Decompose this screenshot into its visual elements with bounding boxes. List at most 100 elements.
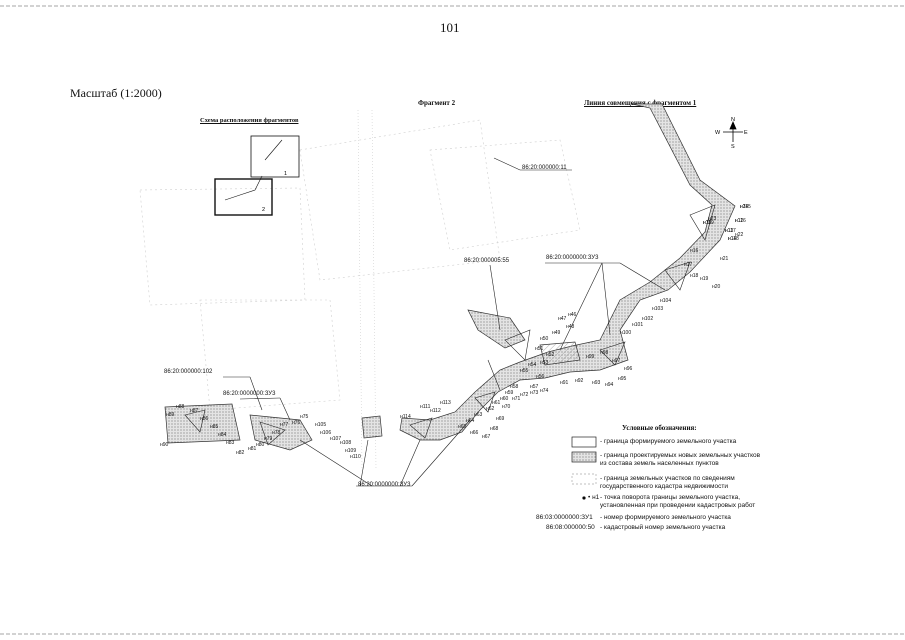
point-label: н109 bbox=[345, 448, 357, 454]
point-label: н113 bbox=[440, 400, 451, 406]
point-label: н70 bbox=[502, 404, 511, 410]
compass-icon bbox=[723, 120, 743, 142]
point-label: н85 bbox=[210, 424, 219, 430]
point-label: н56 bbox=[536, 374, 545, 380]
cadastral-label: 86:20:0000000:ЗУ3 bbox=[223, 391, 276, 397]
point-label: н51 bbox=[535, 346, 544, 352]
point-label: н86 bbox=[200, 416, 209, 422]
legend-symbol: 86:03:0000000:ЗУ1 bbox=[536, 514, 593, 521]
scheme-label-2: 2 bbox=[262, 207, 265, 213]
legend-symbol: 86:08:000000:50 bbox=[546, 524, 595, 531]
point-label: н13 bbox=[725, 228, 734, 234]
point-label: н79 bbox=[264, 436, 273, 442]
point-label: н103 bbox=[652, 306, 664, 312]
point-label: н57 bbox=[530, 384, 539, 390]
point-label: н93 bbox=[592, 380, 601, 386]
point-label: н55 bbox=[520, 368, 529, 374]
point-label: н107 bbox=[330, 436, 342, 442]
leader-lines bbox=[223, 157, 666, 487]
point-label: н14 bbox=[728, 236, 737, 242]
point-label: н98 bbox=[600, 350, 609, 356]
point-label: н91 bbox=[560, 380, 569, 386]
point-label: н22 bbox=[735, 232, 744, 238]
point-label: н75 bbox=[300, 414, 309, 420]
point-label: н61 bbox=[492, 400, 501, 406]
point-label: н21 bbox=[720, 256, 729, 262]
point-label: н117 bbox=[725, 228, 736, 234]
compass-east: E bbox=[744, 130, 748, 136]
compass-west: W bbox=[715, 130, 721, 136]
point-label: н114 bbox=[400, 414, 411, 420]
inner-parcels bbox=[184, 204, 716, 446]
compass-south: S bbox=[731, 144, 735, 150]
point-label: н64 bbox=[466, 418, 475, 424]
junction-line-label: Линия совмещения с фрагментом 1 bbox=[584, 99, 697, 107]
point-label: н112 bbox=[430, 408, 441, 414]
point-label: н66 bbox=[470, 430, 479, 436]
legend-item: - граница проектируемых новых земельных … bbox=[600, 452, 761, 467]
point-label: н80 bbox=[256, 442, 265, 448]
point-label: н83 bbox=[226, 440, 235, 446]
point-label: н82 bbox=[236, 450, 245, 456]
point-label: н106 bbox=[320, 430, 332, 436]
legend-item: - точка поворота границы земельного учас… bbox=[600, 494, 756, 509]
point-label: н108 bbox=[340, 440, 352, 446]
page-number: 101 bbox=[440, 20, 460, 35]
point-label: н96 bbox=[624, 366, 633, 372]
point-label: н49 bbox=[552, 330, 561, 336]
point-label: н101 bbox=[632, 322, 644, 328]
legend-item: - кадастровый номер земельного участка bbox=[600, 524, 726, 531]
point-label: н118 bbox=[728, 236, 739, 242]
point-label: н16 bbox=[690, 248, 699, 254]
point-label: н72 bbox=[520, 392, 529, 398]
point-label: н94 bbox=[605, 382, 614, 388]
point-label: н89 bbox=[166, 412, 175, 418]
point-label: н119 bbox=[703, 220, 714, 226]
point-label: н97 bbox=[612, 358, 621, 364]
fragment-scheme-title: Схема расположения фрагментов bbox=[200, 117, 299, 124]
point-label: н50 bbox=[540, 336, 549, 342]
point-label: н15 bbox=[703, 220, 712, 226]
cadastral-label: 86:20:000000:11 bbox=[522, 165, 567, 171]
point-label: н62 bbox=[486, 406, 495, 412]
point-label: н65 bbox=[458, 424, 467, 430]
point-label: н102 bbox=[642, 316, 654, 322]
point-label: н84 bbox=[218, 432, 227, 438]
point-label: н12 bbox=[735, 218, 744, 224]
point-label: н87 bbox=[190, 408, 199, 414]
scheme-label-1: 1 bbox=[284, 171, 287, 177]
point-label: н92 bbox=[575, 378, 584, 384]
point-label: н23 bbox=[708, 216, 717, 222]
cadastral-label: 86:20:000000:102 bbox=[164, 369, 213, 375]
corridor-strip bbox=[164, 103, 736, 451]
legend-item: - граница формируемого земельного участк… bbox=[600, 438, 737, 445]
point-label: н74 bbox=[540, 388, 549, 394]
background-parcels bbox=[139, 109, 581, 471]
point-label: н90 bbox=[160, 442, 169, 448]
point-label: н19 bbox=[700, 276, 709, 282]
point-label: н81 bbox=[248, 446, 257, 452]
point-label: н60 bbox=[500, 396, 509, 402]
point-label: н48 bbox=[566, 324, 575, 330]
point-label: н52 bbox=[546, 352, 555, 358]
point-label: н115 bbox=[740, 204, 751, 210]
point-label: н54 bbox=[528, 362, 537, 368]
point-label: н99 bbox=[586, 354, 595, 360]
point-label: н78 bbox=[272, 430, 281, 436]
point-label: н24 bbox=[740, 204, 749, 210]
cadastral-label: 86:20:0000000:ЗУ3 bbox=[546, 255, 599, 261]
point-label: н68 bbox=[490, 426, 499, 432]
point-label: н69 bbox=[496, 416, 505, 422]
cadastral-label: 86:20:000005:55 bbox=[464, 258, 510, 264]
point-label: н18 bbox=[690, 273, 699, 279]
legend-item: - граница земельных участков по сведения… bbox=[600, 475, 735, 490]
point-label: н20 bbox=[712, 284, 721, 290]
fragment-scheme bbox=[214, 135, 300, 216]
legend-symbol: • н1 bbox=[588, 494, 600, 501]
legend-item: - номер формируемого земельного участка bbox=[600, 514, 731, 521]
legend-symbols bbox=[571, 436, 597, 500]
point-label: н67 bbox=[482, 434, 491, 440]
point-label: н71 bbox=[512, 396, 521, 402]
point-label: н77 bbox=[280, 422, 289, 428]
